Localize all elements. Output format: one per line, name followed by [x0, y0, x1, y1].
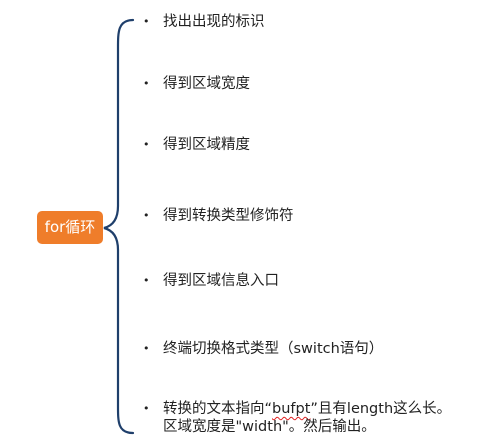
bullet-marker: • [143, 402, 150, 415]
bullet-marker: • [143, 274, 150, 287]
bullet-marker: • [143, 209, 150, 222]
label-segment-after: ”且有length这么长。 [310, 401, 452, 417]
root-node[interactable]: for循环 [37, 211, 103, 244]
brace-path [103, 18, 135, 435]
branch-label: 得到转换类型修饰符 [163, 208, 294, 224]
branch-label-line-2: 区域宽度是"width"。然后输出。 [163, 419, 376, 435]
bullet-marker: • [143, 138, 150, 151]
spellcheck-flagged-word: bufpt [272, 401, 311, 417]
label-segment-before: 转换的文本指向“ [163, 401, 273, 417]
branch-label: 得到区域精度 [163, 137, 250, 153]
bullet-marker: • [143, 77, 150, 90]
branch-label: 得到区域宽度 [163, 76, 250, 92]
branch-label: 找出出现的标识 [163, 14, 265, 30]
branch-label: 终端切换格式类型（switch语句） [163, 341, 384, 357]
branch-label: 得到区域信息入口 [163, 273, 279, 289]
bullet-marker: • [143, 15, 150, 28]
bullet-marker: • [143, 342, 150, 355]
branch-label-line-1: 转换的文本指向“bufpt”且有length这么长。 [163, 400, 451, 418]
branch-label-multiline: 转换的文本指向“bufpt”且有length这么长。 区域宽度是"width"。… [163, 400, 451, 436]
root-label: for循环 [44, 218, 96, 236]
